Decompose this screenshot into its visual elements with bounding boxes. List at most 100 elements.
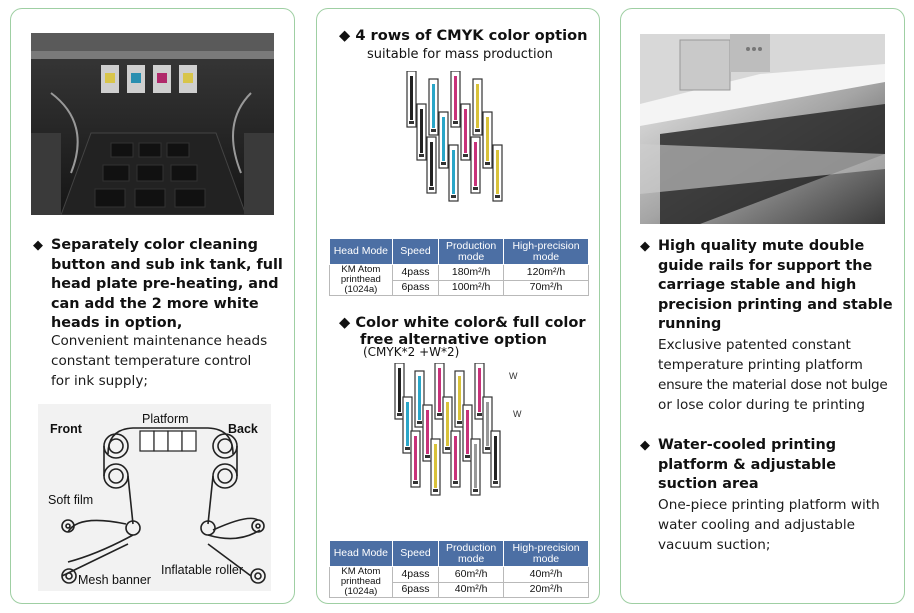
section1-title: ◆ 4 rows of CMYK color option <box>339 27 588 44</box>
body-line: constant temperature control <box>51 353 252 369</box>
speed-cell: 4pass <box>391 264 440 281</box>
black-printhead <box>416 103 427 161</box>
body-line: Exclusive patented constant <box>658 337 851 353</box>
title-line: button and sub ink tank, full <box>51 256 283 273</box>
high-precision-cell: 20m²/h <box>503 581 589 598</box>
cyan-printhead <box>428 78 439 136</box>
cyan-printhead <box>414 370 425 428</box>
left-bullet-title: ◆ Separately color cleaning button and s… <box>33 236 291 334</box>
col-header: Head Mode <box>329 238 393 265</box>
diamond-bullet-icon: ◆ <box>339 314 356 331</box>
diamond-bullet-icon: ◆ <box>339 27 356 44</box>
right-bullet2-body: One-piece printing platform with water c… <box>658 495 903 555</box>
body-line: Convenient maintenance heads <box>51 333 268 349</box>
inflatable-roller-label: Inflatable roller <box>161 563 243 577</box>
high-precision-cell: 40m²/h <box>503 566 589 583</box>
title-line: can add the 2 more white <box>51 295 259 312</box>
title-line: platform & adjustable <box>658 456 836 473</box>
cyan-printhead <box>448 144 459 202</box>
production-cell: 60m²/h <box>438 566 504 583</box>
printhead-layout-diagram-2 <box>394 363 501 496</box>
table-row: 6pass 40m²/h 20m²/h <box>330 581 589 598</box>
body-line: temperature printing platform <box>658 357 863 373</box>
magenta-printhead <box>434 363 445 420</box>
diamond-bullet-icon: ◆ <box>640 438 650 453</box>
high-precision-cell: 70m²/h <box>503 279 589 296</box>
right-bullet1-body: Exclusive patented constant temperature … <box>658 335 903 415</box>
yellow-printhead <box>472 78 483 136</box>
diamond-bullet-icon: ◆ <box>640 239 650 254</box>
speed-cell: 6pass <box>391 279 440 296</box>
black-printhead <box>406 71 417 128</box>
magenta-printhead <box>450 430 461 488</box>
printhead-layout-diagram-1 <box>406 71 503 202</box>
back-label: Back <box>228 422 258 436</box>
body-line: for ink supply; <box>51 373 148 389</box>
right-bullet2-title: ◆ Water-cooled printing platform & adjus… <box>640 436 900 495</box>
magenta-printhead <box>470 136 481 194</box>
white-printhead <box>470 438 481 496</box>
black-printhead <box>426 136 437 194</box>
section2-subtitle: (CMYK*2 +W*2) <box>363 345 460 359</box>
yellow-printhead <box>442 396 453 454</box>
title-line: heads in option, <box>51 315 183 332</box>
title-line: head plate pre-heating, and <box>51 276 279 293</box>
col-header: Head Mode <box>329 540 393 567</box>
black-printhead <box>394 363 405 420</box>
guide-rail-photo <box>640 34 885 224</box>
black-printhead <box>490 430 501 488</box>
section1-subtitle: suitable for mass production <box>367 47 553 62</box>
title-line: guide rails for support the <box>658 257 873 274</box>
magenta-printhead <box>474 363 485 420</box>
white-printhead <box>482 396 493 454</box>
magenta-printhead <box>422 404 433 462</box>
right-bullet1-title: ◆ High quality mute double guide rails f… <box>640 237 900 335</box>
section2-title-line: Color white color& full color <box>355 314 586 331</box>
section1-title-text: 4 rows of CMYK color option <box>355 27 588 44</box>
table-row: 6pass 100m²/h 70m²/h <box>330 279 589 296</box>
col-header: Speed <box>391 238 440 265</box>
title-line: Separately color cleaning <box>51 237 258 253</box>
cyan-printhead <box>402 396 413 454</box>
title-line: running <box>658 316 722 333</box>
mesh-banner-label: Mesh banner <box>78 573 151 587</box>
title-line: suction area <box>658 476 759 493</box>
title-line: Water-cooled printing <box>658 437 837 453</box>
production-cell: 40m²/h <box>438 581 504 598</box>
white-head-label: W <box>509 371 518 381</box>
diamond-bullet-icon: ◆ <box>33 238 43 253</box>
body-line: water cooling and adjustable <box>658 517 856 533</box>
speed-cell: 4pass <box>391 566 440 583</box>
title-line: High quality mute double <box>658 238 865 254</box>
media-path-diagram: Front Back Platform Soft film Mesh banne… <box>38 404 271 591</box>
title-line: carriage stable and high <box>658 277 857 294</box>
yellow-printhead <box>454 370 465 428</box>
production-cell: 100m²/h <box>438 279 504 296</box>
section2-title: ◆ Color white color& full color free alt… <box>339 314 586 348</box>
yellow-printhead <box>492 144 503 202</box>
yellow-printhead <box>430 438 441 496</box>
printhead-carriage-photo <box>31 33 274 215</box>
speed-cell: 6pass <box>391 581 440 598</box>
platform-label: Platform <box>142 412 189 426</box>
yellow-printhead <box>482 111 493 169</box>
production-cell: 180m²/h <box>438 264 504 281</box>
magenta-printhead <box>450 71 461 128</box>
right-feature-card: ◆ High quality mute double guide rails f… <box>620 8 905 604</box>
section2-title-line: free alternative option <box>360 331 547 348</box>
white-head-label: W <box>513 409 522 419</box>
magenta-printhead <box>462 404 473 462</box>
middle-feature-card: ◆ 4 rows of CMYK color option suitable f… <box>316 8 600 604</box>
title-line: precision printing and stable <box>658 296 893 313</box>
magenta-printhead <box>460 103 471 161</box>
body-line: vacuum suction; <box>658 537 771 553</box>
